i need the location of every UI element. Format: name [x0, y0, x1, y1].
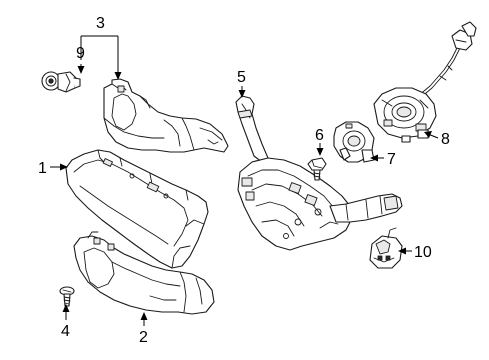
- callout-1: 1: [38, 160, 47, 177]
- arrowhead-1: [60, 163, 68, 171]
- part-8-clock-spring: [373, 21, 477, 143]
- arrowhead-9: [77, 66, 85, 74]
- leader-lines: [50, 35, 439, 326]
- callout-2: 2: [139, 329, 148, 346]
- callout-labels: 3 9 5 1 6 7 8 10 2 4: [38, 15, 450, 346]
- arrowhead-5: [238, 90, 246, 98]
- arrowhead-2: [140, 312, 148, 320]
- part-3-upper-column-cover: [103, 78, 229, 153]
- part-5-combination-switch: [235, 95, 403, 251]
- arrowhead-10: [398, 247, 406, 255]
- callout-8: 8: [441, 131, 450, 148]
- part-6-bolt: [307, 157, 327, 181]
- part-7-angle-sensor: [333, 121, 375, 163]
- part-4-screw: [59, 286, 75, 307]
- arrowhead-7: [370, 154, 378, 162]
- callout-6: 6: [315, 127, 324, 144]
- callout-10: 10: [414, 244, 432, 261]
- callout-3: 3: [96, 15, 105, 32]
- part-9-lock-cylinder: [41, 71, 81, 93]
- part-10-connector: [369, 227, 403, 269]
- callout-4: 4: [61, 323, 70, 340]
- part-1-column-shroud: [65, 149, 209, 269]
- arrowhead-3-a: [114, 72, 122, 80]
- arrowhead-8: [424, 131, 432, 138]
- arrowhead-6: [316, 148, 324, 156]
- arrowhead-4: [62, 304, 70, 312]
- callout-9: 9: [76, 45, 85, 62]
- callout-5: 5: [237, 69, 246, 86]
- part-2-lower-column-cover: [73, 231, 215, 315]
- callout-7: 7: [387, 151, 396, 168]
